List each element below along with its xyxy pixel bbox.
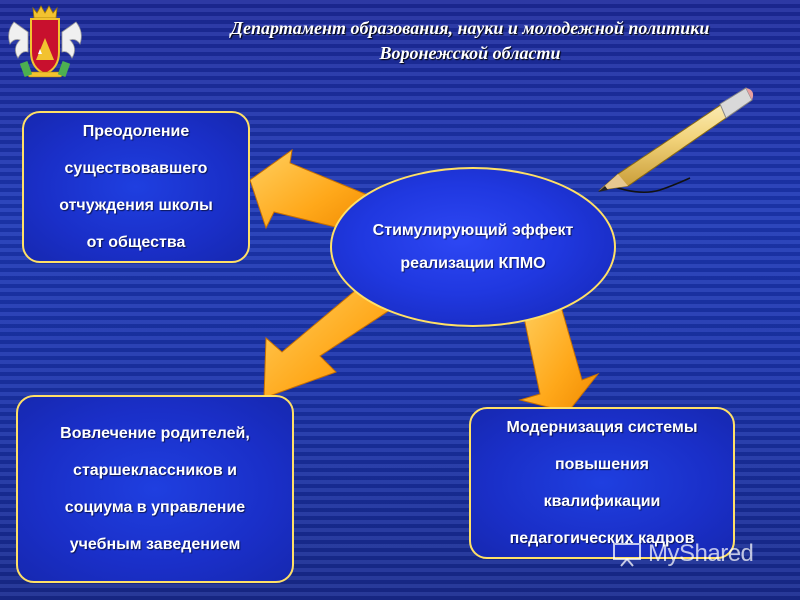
box-left-line-4: учебным заведением bbox=[69, 536, 241, 553]
watermark: MyShared bbox=[612, 540, 754, 568]
center-ellipse: Стимулирующий эффект реализации КПМО bbox=[330, 167, 616, 327]
box-right-line-3: квалификации bbox=[543, 493, 661, 510]
title-line-2: Воронежской области bbox=[379, 43, 561, 63]
box-modernization: Модернизация системы повышения квалифика… bbox=[469, 407, 735, 559]
arrow-to-bottom-left-box bbox=[263, 283, 394, 399]
arrow-to-bottom-right-box bbox=[518, 295, 600, 413]
box-left-line-3: социума в управление bbox=[64, 499, 246, 516]
center-line-2: реализации КПМО bbox=[400, 255, 546, 272]
watermark-text: MyShared bbox=[648, 540, 754, 567]
box-right-line-2: повышения bbox=[554, 456, 649, 473]
box-top-line-3: отчуждения школы bbox=[59, 197, 213, 214]
title-line-1: Департамент образования, науки и молодеж… bbox=[230, 18, 710, 38]
box-top-line-1: Преодоление bbox=[82, 123, 190, 140]
box-right-line-4: педагогических кадров bbox=[509, 530, 695, 547]
coat-of-arms-icon bbox=[8, 5, 82, 78]
center-line-1: Стимулирующий эффект bbox=[372, 222, 574, 239]
presentation-board-icon bbox=[613, 541, 641, 567]
box-top-line-2: существовавшего bbox=[64, 160, 208, 177]
box-right-line-1: Модернизация системы bbox=[506, 419, 698, 436]
pencil-icon bbox=[598, 87, 754, 194]
box-left-line-1: Вовлечение родителей, bbox=[60, 425, 250, 442]
box-involving-parents: Вовлечение родителей, старшеклассников и… bbox=[16, 395, 294, 583]
box-left-line-2: старшеклассников и bbox=[73, 462, 237, 479]
box-top-line-4: от общества bbox=[86, 234, 186, 251]
page-title: Департамент образования, науки и молодеж… bbox=[150, 16, 790, 66]
box-overcoming-alienation: Преодоление существовавшего отчуждения ш… bbox=[22, 111, 250, 263]
